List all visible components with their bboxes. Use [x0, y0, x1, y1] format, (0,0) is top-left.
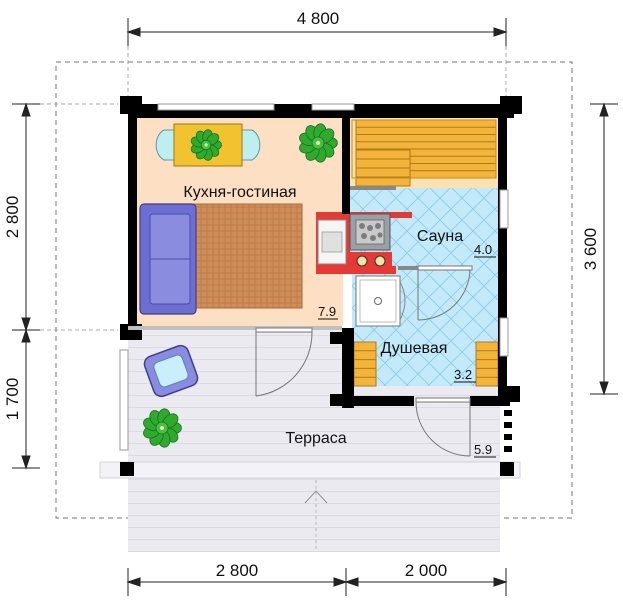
walls [120, 96, 522, 476]
room-label-sauna: Сауна [417, 228, 463, 245]
shower-bench-left [353, 341, 377, 387]
dim-top-total: 4 800 [297, 9, 340, 28]
sauna-bench-lower [355, 149, 411, 187]
stove-stones [359, 223, 383, 241]
stove-burners [350, 252, 392, 270]
room-label-kitchen: Кухня-гостиная [183, 184, 296, 201]
dim-bottom-right: 2 000 [405, 561, 448, 580]
partitions [350, 186, 418, 270]
dim-bottom-left: 2 800 [216, 561, 259, 580]
plant-icon [190, 129, 222, 161]
terrace-step [99, 461, 521, 479]
shower-drain [374, 297, 382, 305]
room-area-kitchen: 7.9 [318, 304, 336, 319]
dimension-lines [12, 18, 618, 596]
room-label-terrace: Терраса [285, 430, 346, 447]
room-area-shower: 3.2 [454, 367, 472, 382]
room-area-sauna: 4.0 [474, 242, 492, 257]
room-area-terrace: 5.9 [474, 442, 492, 457]
log-ends [504, 410, 512, 452]
doors [255, 265, 473, 457]
entry-arrow [304, 490, 328, 504]
dim-left-upper: 2 800 [3, 196, 22, 239]
dim-left-lower: 1 700 [3, 378, 22, 421]
plant-icon [143, 408, 182, 448]
plant-icon [299, 123, 338, 163]
dim-right-total: 3 600 [581, 228, 600, 271]
rug [191, 203, 303, 309]
dining-chair-right [239, 129, 261, 161]
room-label-shower: Душевая [381, 340, 448, 357]
dining-chair-left [155, 129, 177, 161]
kitchen-terrace-wall [128, 326, 342, 330]
windows [119, 103, 509, 451]
sofa [139, 203, 197, 315]
shower-bench-right [475, 341, 499, 387]
terrace-armchair [143, 344, 199, 398]
shower-tray [355, 275, 401, 327]
